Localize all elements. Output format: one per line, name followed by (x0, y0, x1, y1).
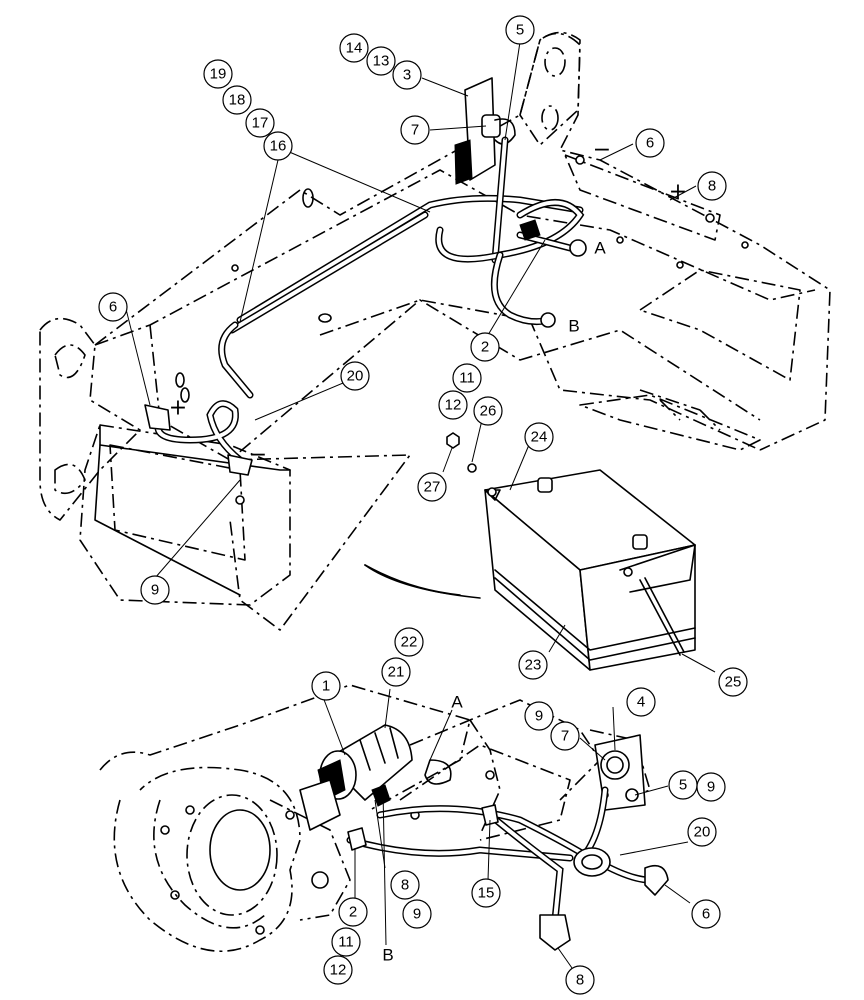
svg-text:20: 20 (347, 368, 364, 385)
callout-15: 15 (471, 878, 501, 908)
battery-box-left: + − (79, 396, 291, 606)
callout-16: 16 (263, 131, 293, 161)
transmission-housing (99, 684, 471, 952)
callouts: 14 13 3 5 7 6 8 19 18 17 16 6 20 9 2 11 … (98, 15, 748, 995)
svg-text:17: 17 (252, 115, 269, 132)
label-a-top: A (594, 239, 606, 258)
callout-22: 22 (394, 627, 424, 657)
svg-text:8: 8 (708, 178, 716, 195)
callout-2-top: 2 (470, 332, 500, 362)
callout-12-lower: 12 (323, 955, 353, 985)
svg-text:26: 26 (480, 403, 497, 420)
positive-sign-left: + (169, 396, 187, 421)
svg-text:6: 6 (646, 135, 654, 152)
negative-sign-left: − (249, 443, 267, 468)
callout-2-lower: 2 (338, 897, 368, 927)
callout-8-top: 8 (697, 171, 727, 201)
svg-text:14: 14 (346, 40, 363, 57)
callout-3: 3 (392, 60, 422, 90)
callout-8-mid: 8 (390, 870, 420, 900)
callout-6-left: 6 (98, 292, 128, 322)
callout-20-lower: 20 (687, 817, 717, 847)
svg-text:18: 18 (229, 92, 246, 109)
callout-11-lower: 11 (331, 927, 361, 957)
callout-11-top: 11 (452, 363, 482, 393)
callout-27: 27 (417, 472, 447, 502)
callout-9-mid: 9 (402, 899, 432, 929)
callout-6-top: 6 (635, 128, 665, 158)
label-a-lower: A (451, 693, 463, 712)
svg-text:2: 2 (349, 904, 357, 921)
callout-9-lower-a: 9 (524, 701, 554, 731)
svg-text:9: 9 (535, 708, 543, 725)
callout-7-lower: 7 (550, 721, 580, 751)
callout-1: 1 (311, 671, 341, 701)
callout-12-top: 12 (438, 390, 468, 420)
svg-text:6: 6 (702, 906, 710, 923)
svg-text:15: 15 (478, 885, 495, 902)
svg-text:20: 20 (694, 824, 711, 841)
svg-text:12: 12 (445, 397, 462, 414)
svg-text:4: 4 (637, 694, 645, 711)
leader-lines (124, 41, 716, 969)
svg-text:5: 5 (679, 777, 687, 794)
svg-text:7: 7 (561, 728, 569, 745)
callout-24: 24 (524, 422, 554, 452)
nut-washer (446, 432, 477, 473)
svg-text:23: 23 (525, 657, 542, 674)
callout-9-lower-b: 9 (696, 772, 726, 802)
svg-text:16: 16 (270, 138, 287, 155)
starter-motor (299, 724, 413, 831)
callout-19: 19 (203, 59, 233, 89)
svg-text:12: 12 (330, 962, 347, 979)
callout-5-lower: 5 (668, 770, 698, 800)
svg-text:27: 27 (424, 479, 441, 496)
callout-7: 7 (400, 115, 430, 145)
svg-text:13: 13 (373, 53, 390, 70)
svg-text:5: 5 (516, 22, 524, 39)
relay-bracket (454, 77, 516, 185)
svg-text:9: 9 (151, 582, 159, 599)
label-b-top: B (568, 317, 579, 336)
svg-text:9: 9 (413, 906, 421, 923)
svg-text:11: 11 (459, 370, 475, 387)
svg-text:22: 22 (401, 634, 418, 651)
svg-text:8: 8 (401, 877, 409, 894)
svg-text:24: 24 (531, 429, 548, 446)
callout-20-top: 20 (340, 361, 370, 391)
callout-9-left: 9 (140, 575, 170, 605)
callout-25: 25 (718, 667, 748, 697)
label-b-lower: B (382, 946, 393, 965)
svg-text:2: 2 (481, 339, 489, 356)
assembly-arc (364, 564, 481, 599)
svg-text:8: 8 (576, 972, 584, 989)
svg-text:25: 25 (725, 674, 742, 691)
svg-text:1: 1 (322, 678, 330, 695)
svg-text:11: 11 (338, 934, 354, 951)
callout-18: 18 (222, 85, 252, 115)
upper-harness (218, 136, 587, 399)
callout-4: 4 (626, 687, 656, 717)
lower-harness (346, 786, 669, 951)
callout-14: 14 (339, 33, 369, 63)
svg-text:21: 21 (388, 664, 405, 681)
svg-text:9: 9 (707, 779, 715, 796)
battery (484, 469, 696, 671)
callout-5: 5 (505, 15, 535, 45)
callout-21: 21 (381, 657, 411, 687)
callout-13: 13 (366, 46, 396, 76)
callout-8-lower: 8 (565, 965, 595, 995)
callout-23: 23 (518, 650, 548, 680)
svg-text:7: 7 (411, 122, 419, 139)
svg-text:19: 19 (210, 66, 227, 83)
svg-text:3: 3 (403, 67, 411, 84)
callout-17: 17 (245, 108, 275, 138)
callout-6-lower: 6 (691, 899, 721, 929)
callout-26: 26 (473, 396, 503, 426)
svg-text:6: 6 (109, 299, 117, 316)
chassis-frame (39, 31, 831, 631)
